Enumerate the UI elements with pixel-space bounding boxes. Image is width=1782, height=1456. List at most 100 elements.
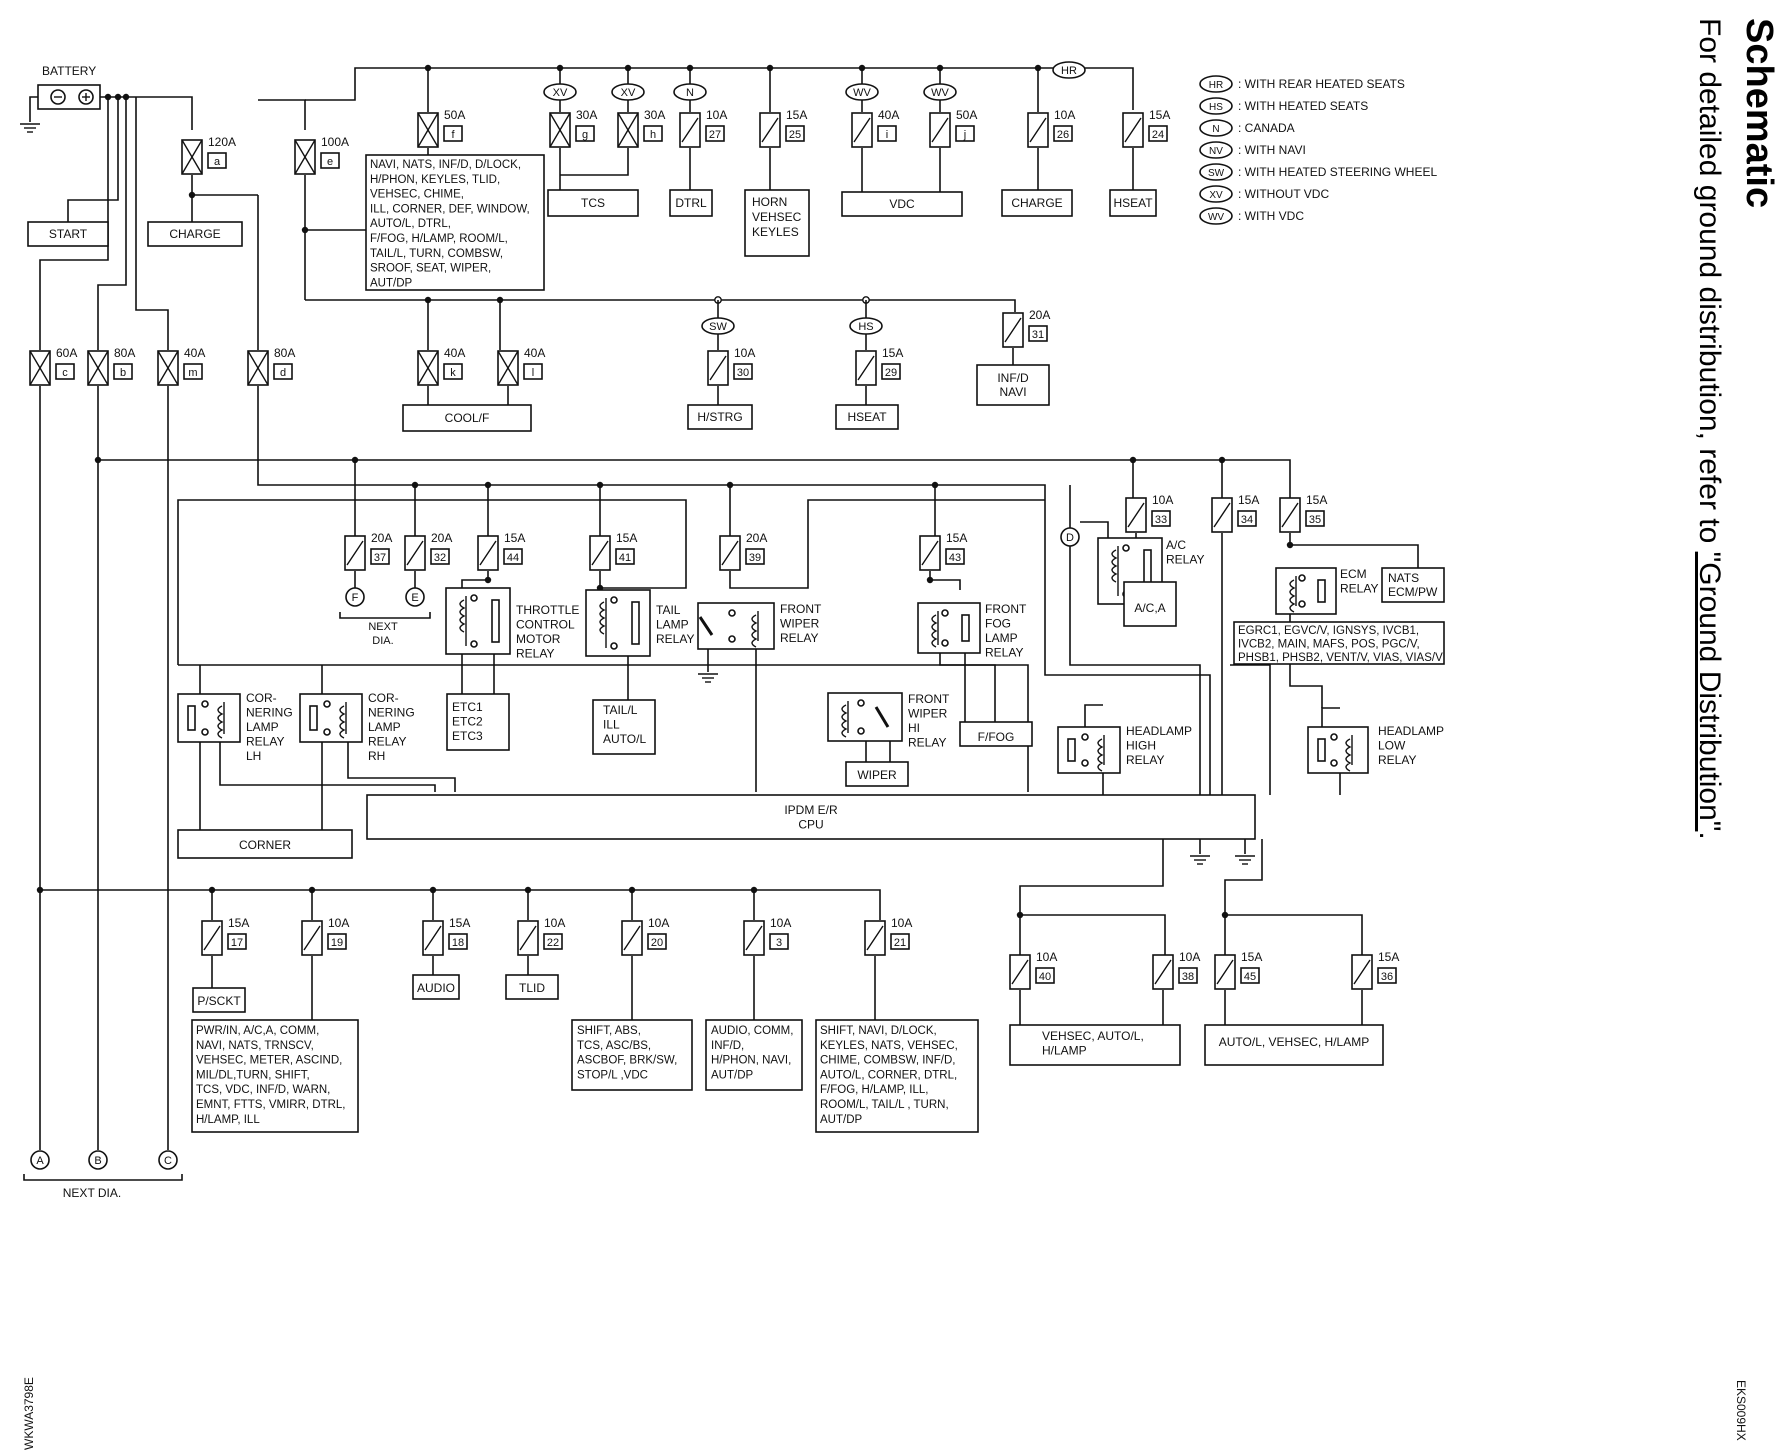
option-tag bbox=[673, 83, 707, 101]
next-dia: DIA. bbox=[372, 635, 393, 647]
infd-navi-line: NAVI bbox=[999, 385, 1026, 399]
fuse-id-box bbox=[320, 152, 340, 169]
charge-box bbox=[147, 221, 243, 247]
fuse-rating: 60A bbox=[56, 346, 77, 360]
fuse-id-box bbox=[183, 363, 203, 380]
option-tag-label: SW bbox=[709, 321, 727, 333]
relay-contact bbox=[1067, 738, 1076, 762]
wire bbox=[1084, 704, 1103, 727]
pwr-list-line: NAVI, NATS, TRNSCV, bbox=[196, 1040, 314, 1052]
wire bbox=[347, 742, 456, 792]
fuse-slash bbox=[931, 117, 949, 143]
fuse-id: 31 bbox=[1032, 329, 1044, 341]
wiper-box bbox=[845, 761, 909, 787]
fuse-rating: 15A bbox=[504, 531, 525, 545]
wire bbox=[219, 742, 436, 792]
relay-contact bbox=[491, 599, 500, 643]
cornering-lamp-relay-lh bbox=[177, 693, 241, 743]
fuse-id: 20 bbox=[651, 937, 663, 949]
fuse-id: 35 bbox=[1309, 514, 1321, 526]
etc-line: ETC1 bbox=[452, 700, 483, 714]
load-list-line: H/PHON, KEYLES, TLID, bbox=[370, 174, 500, 186]
fuse-rating: 10A bbox=[891, 916, 912, 930]
fuse-slash bbox=[1011, 959, 1029, 985]
fuse-cross bbox=[497, 350, 519, 386]
fuse-id-box bbox=[430, 548, 450, 565]
fuse-cross bbox=[157, 350, 179, 386]
fuse-id-box bbox=[955, 125, 975, 142]
tcs-box bbox=[547, 189, 639, 217]
fuse-rating: 10A bbox=[770, 916, 791, 930]
battery-label: BATTERY bbox=[42, 64, 96, 78]
ac-relay-label: RELAY bbox=[1166, 553, 1204, 567]
fuse-id: d bbox=[280, 367, 286, 379]
wiring-lines bbox=[20, 64, 1419, 1181]
corner-lh-label: RELAY bbox=[246, 735, 284, 749]
ground-distribution-link[interactable]: "Ground Distribution" bbox=[1693, 551, 1726, 832]
junction-dot bbox=[1286, 541, 1294, 549]
audio-list-line: AUDIO, COMM, bbox=[711, 1025, 793, 1037]
fuse-slash bbox=[303, 925, 321, 951]
fuse-slash bbox=[681, 117, 699, 143]
tlid-label: TLID bbox=[519, 981, 545, 995]
fuse-id: 36 bbox=[1381, 971, 1393, 983]
junction-dot bbox=[301, 226, 309, 234]
relay-body bbox=[299, 693, 363, 743]
fuse-cross bbox=[417, 350, 439, 386]
shift-list-line: STOP/L ,VDC bbox=[577, 1069, 648, 1081]
connector-E-label: E bbox=[411, 592, 418, 604]
front-wiper-hi-relay bbox=[827, 692, 903, 742]
relay-switch bbox=[698, 616, 714, 636]
fuse-cross bbox=[617, 112, 639, 148]
fuse-id-box bbox=[523, 363, 543, 380]
tlid-box bbox=[505, 974, 559, 1000]
wire bbox=[1321, 707, 1340, 727]
fuse-id: f bbox=[451, 129, 455, 141]
relay-contact bbox=[631, 601, 640, 645]
terminal bbox=[470, 640, 478, 648]
diagram-id: WKWA3798E bbox=[22, 1377, 36, 1450]
shift2-list-line: ROOM/L, TAIL/L , TURN, bbox=[820, 1099, 949, 1111]
page-title: Schematic bbox=[1738, 18, 1780, 209]
fuse-id-box bbox=[733, 363, 753, 380]
corner-rh-label: COR- bbox=[368, 691, 399, 705]
fuse-rating: 20A bbox=[1029, 308, 1050, 322]
taill-box bbox=[592, 699, 656, 755]
terminal bbox=[941, 609, 949, 617]
wire bbox=[258, 99, 306, 130]
wire bbox=[729, 499, 1045, 589]
nats-ecm-line: ECM/PW bbox=[1388, 585, 1438, 599]
fuse-rating: 10A bbox=[328, 916, 349, 930]
fuse-rating: 10A bbox=[1054, 108, 1075, 122]
fuse-id: 29 bbox=[885, 367, 897, 379]
vehsec-hlamp-line: VEHSEC, AUTO/L, bbox=[1042, 1029, 1144, 1043]
fuse-id: 24 bbox=[1152, 129, 1164, 141]
legend-code: NV bbox=[1209, 146, 1223, 157]
fuse-id-box bbox=[1053, 125, 1073, 142]
ecm-list-line: PHSB1, PHSB2, VENT/V, VIAS, VIAS/V bbox=[1238, 652, 1443, 664]
fuse-id-box bbox=[877, 125, 897, 142]
fuse-slash bbox=[1004, 317, 1022, 343]
headlamp-low-label: LOW bbox=[1378, 739, 1406, 753]
fuse-id-box bbox=[785, 125, 805, 142]
fuse-id-box bbox=[881, 363, 901, 380]
connector-C-label: C bbox=[164, 1155, 172, 1167]
coolf-label: COOL/F bbox=[445, 411, 490, 425]
fuse-slash bbox=[479, 540, 497, 566]
fuse-id: m bbox=[188, 367, 197, 379]
relay-body bbox=[1307, 726, 1369, 774]
ground-note-suffix: . bbox=[1693, 831, 1726, 840]
vehsec-hlamp-line: H/LAMP bbox=[1042, 1044, 1087, 1058]
legend-tag bbox=[1199, 207, 1233, 225]
relay-contact bbox=[1317, 579, 1326, 603]
pwr-list-line: VEHSEC, METER, ASCIND, bbox=[196, 1055, 342, 1067]
ground-note-prefix: For detailed ground distribution, refer … bbox=[1693, 18, 1726, 552]
